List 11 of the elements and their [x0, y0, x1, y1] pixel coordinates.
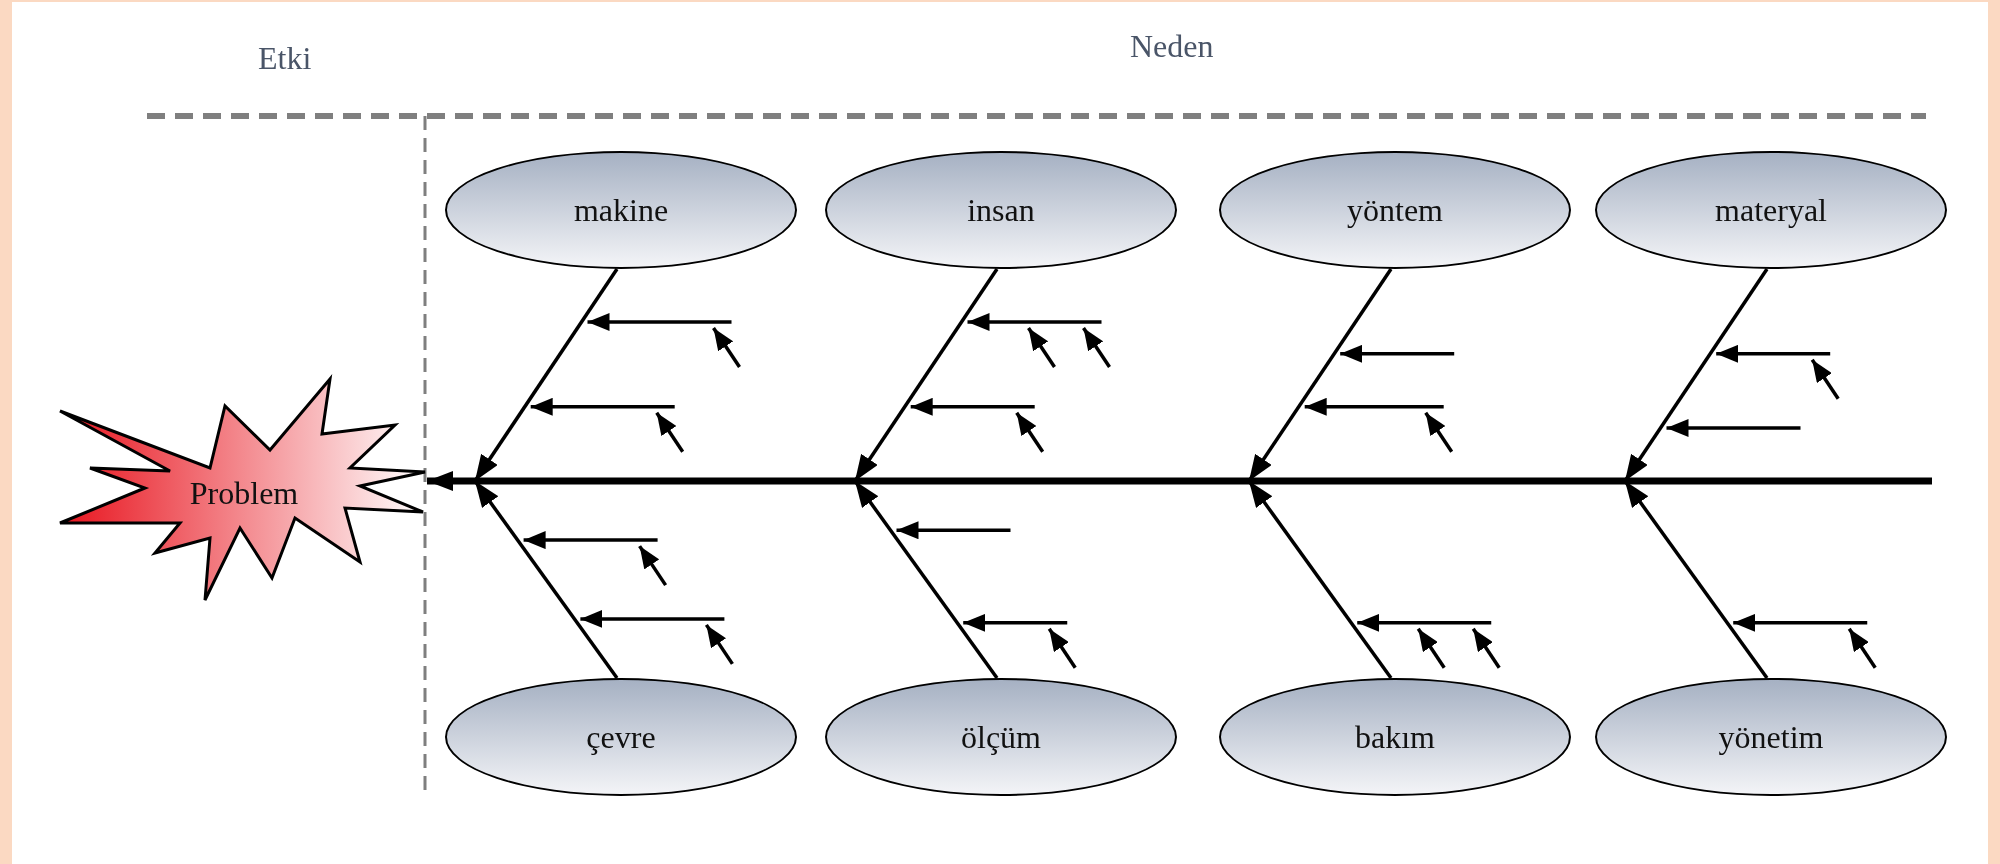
cause-label: materyal: [1715, 191, 1827, 229]
cause-label: insan: [967, 191, 1035, 229]
cause-label: çevre: [586, 718, 656, 756]
section-heading: Etki: [258, 40, 312, 77]
cause-label: yöntem: [1347, 191, 1443, 229]
cause-label: makine: [573, 191, 669, 229]
cause-label: ölçüm: [961, 718, 1041, 756]
section-heading: Neden: [1130, 28, 1214, 65]
cause-label: yönetim: [1718, 718, 1824, 756]
cause-label: bakım: [1355, 718, 1435, 756]
problem-label: Problem: [189, 474, 299, 512]
